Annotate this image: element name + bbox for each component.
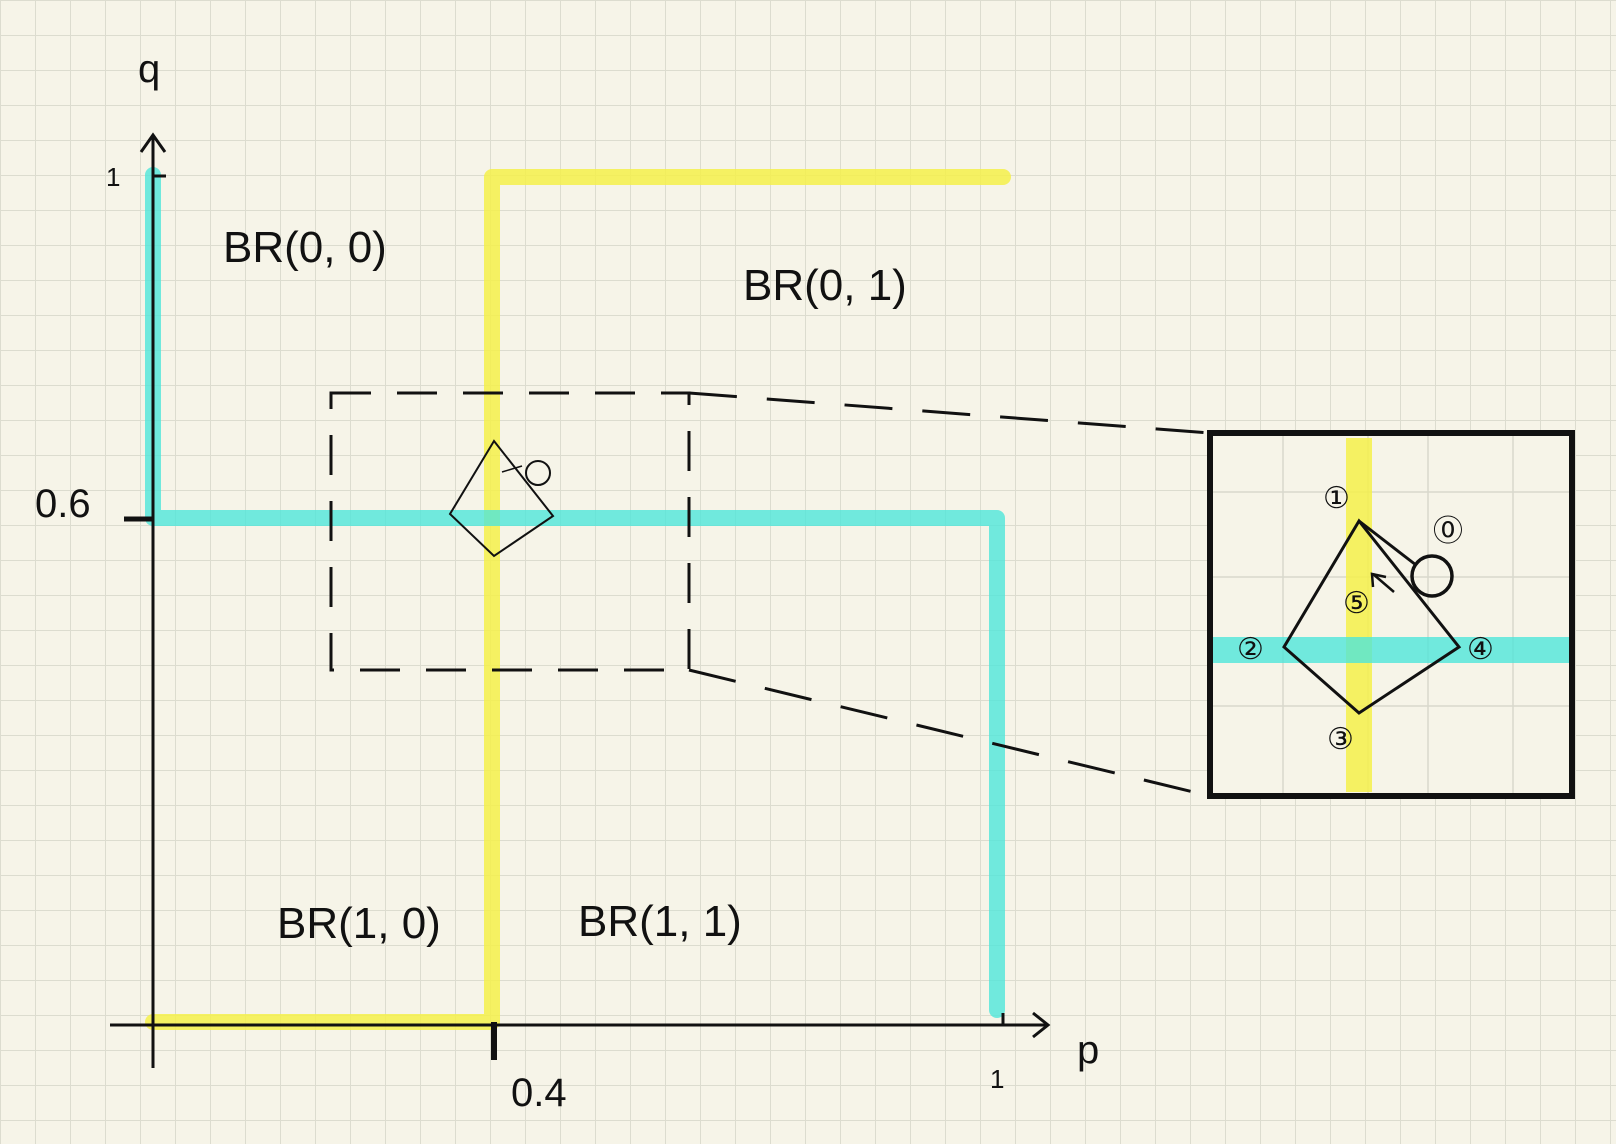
inset-arrowhead: [1370, 572, 1387, 588]
region-label-br11: BR(1, 1): [578, 897, 742, 946]
start-point-circle: [525, 460, 551, 486]
zoom-region-box: [329, 391, 691, 672]
step-label-5: ⑤: [1343, 587, 1370, 620]
x-tick-label-1: 1: [990, 1064, 1004, 1094]
zoom-inset: ⓪ ① ② ③ ④ ⑤: [1207, 430, 1575, 799]
x-tick-label-0.4: 0.4: [511, 1071, 567, 1115]
cycle-trajectory: [448, 439, 555, 558]
x-axis-label: p: [1077, 1028, 1099, 1072]
y-axis-label: q: [138, 47, 160, 91]
trajectory-arrow-line: [501, 465, 523, 473]
region-label-br00: BR(0, 0): [223, 223, 387, 272]
step-label-0: ⓪: [1433, 515, 1463, 548]
step-label-1: ①: [1323, 482, 1350, 515]
step-label-3: ③: [1327, 723, 1354, 756]
inset-start-point-circle: [1410, 554, 1454, 598]
y-axis: [139, 132, 167, 1068]
zoom-connector-top: [688, 391, 1211, 435]
region-label-br10: BR(1, 0): [277, 899, 441, 948]
region-label-br01: BR(0, 1): [743, 261, 907, 310]
y-tick-label-0.6: 0.6: [35, 482, 91, 526]
x-axis: [110, 1011, 1051, 1039]
inset-frame: [1207, 430, 1575, 799]
inset-cycle-trajectory: [1282, 518, 1462, 715]
inset-trajectory-arrow-line: [1358, 519, 1417, 567]
step-label-2: ②: [1237, 633, 1264, 666]
y-tick-label-1: 1: [106, 162, 120, 192]
inset-arrow-shaft: [1372, 573, 1395, 593]
yellow-best-response-line: [145, 169, 1011, 1030]
zoom-connector-bottom: [688, 668, 1211, 798]
step-label-4: ④: [1467, 633, 1494, 666]
